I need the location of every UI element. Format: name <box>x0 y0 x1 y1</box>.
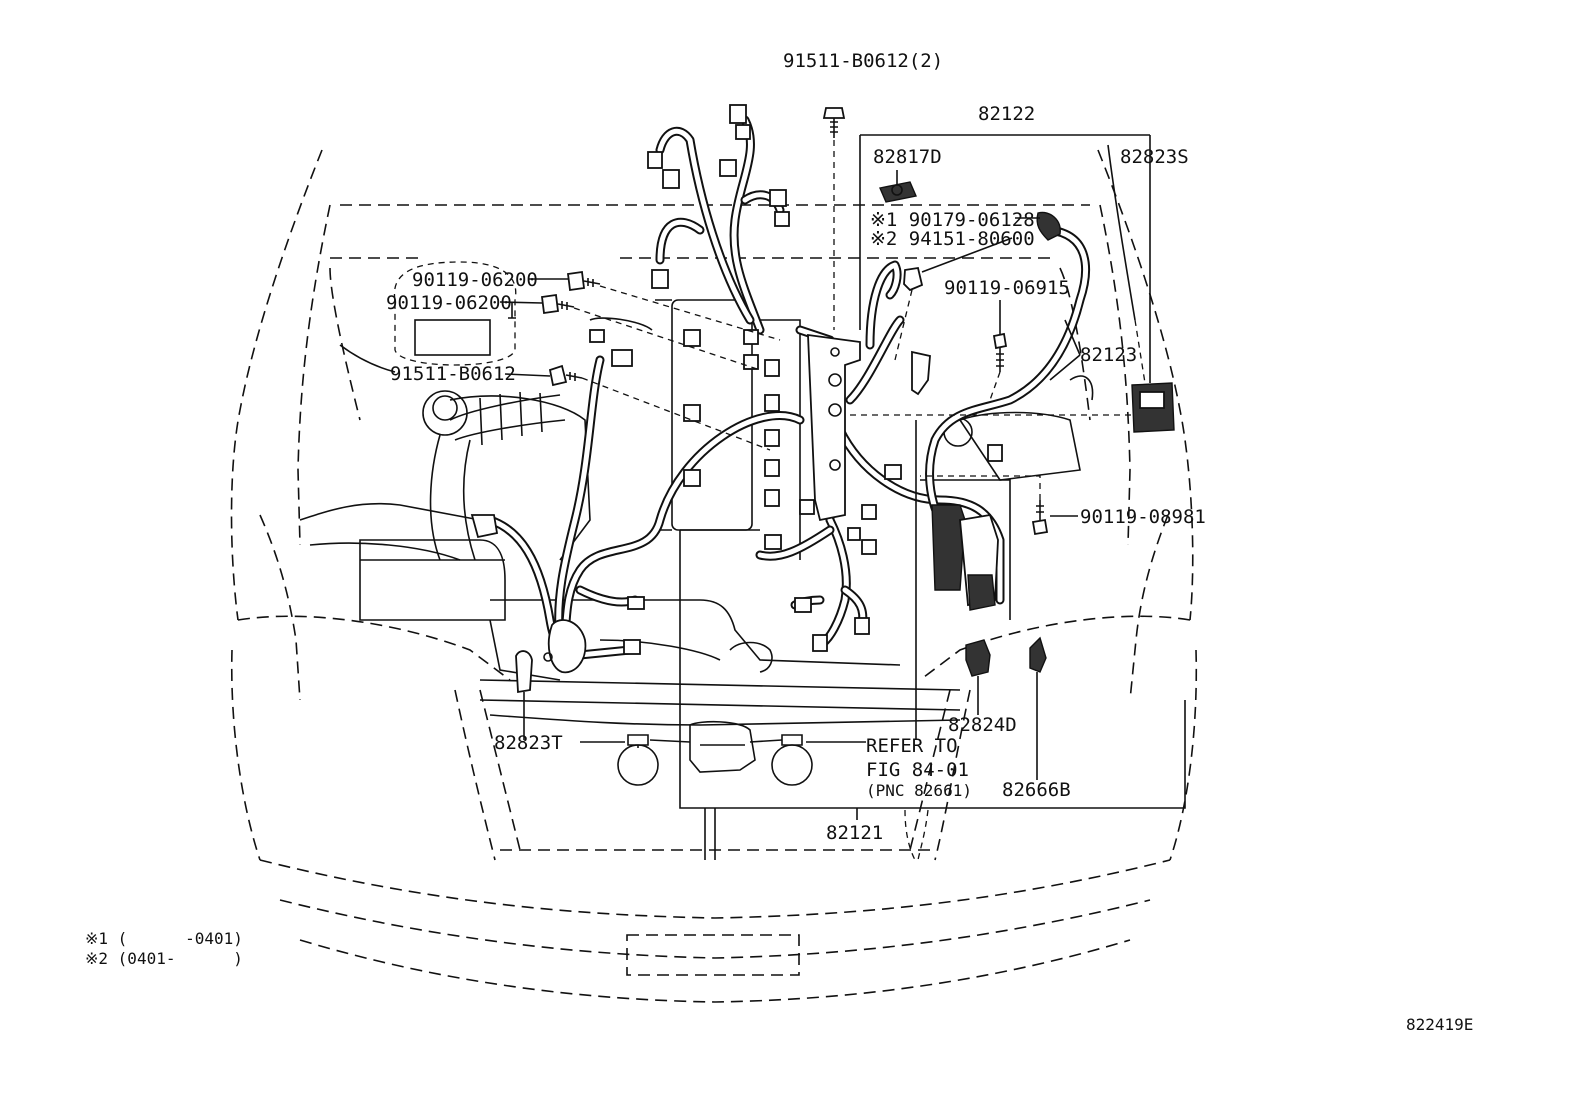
label-82824d[interactable]: 82824D <box>948 714 1017 736</box>
label-note2-part[interactable]: ※2 94151-80600 <box>870 228 1035 250</box>
part-labels: 91511-B0612(2) 82122 82817D 82823S ※1 90… <box>386 50 1206 844</box>
label-91511-b0612[interactable]: 91511-B0612 <box>390 363 516 385</box>
label-refer-line3[interactable]: (PNC 82661) <box>866 781 972 800</box>
bolts <box>540 107 1049 536</box>
label-82823t[interactable]: 82823T <box>494 732 563 754</box>
label-82122[interactable]: 82122 <box>978 103 1035 125</box>
label-82817d[interactable]: 82817D <box>873 146 942 168</box>
leader-lines <box>339 134 1186 861</box>
figure-id: 822419E <box>1406 1015 1473 1034</box>
label-refer-line2: FIG 84-01 <box>866 759 969 781</box>
label-note1-part[interactable]: ※1 90179-06128 <box>870 209 1035 231</box>
label-82121[interactable]: 82121 <box>826 822 883 844</box>
label-90119-06200-b[interactable]: 90119-06200 <box>386 292 512 314</box>
footnote-1: ※1 ( -0401) <box>85 929 243 948</box>
label-90119-06915[interactable]: 90119-06915 <box>944 277 1070 299</box>
footnote-2: ※2 (0401- ) <box>85 949 243 968</box>
label-90119-08981[interactable]: 90119-08981 <box>1080 506 1206 528</box>
label-91511-b0612-2[interactable]: 91511-B0612(2) <box>783 50 943 72</box>
label-90119-06200-a[interactable]: 90119-06200 <box>412 269 538 291</box>
label-82666b[interactable]: 82666B <box>1002 779 1071 801</box>
connectors <box>470 104 1175 694</box>
footnotes: ※1 ( -0401) ※2 (0401- ) <box>85 929 243 968</box>
label-82123[interactable]: 82123 <box>1080 344 1137 366</box>
label-82823s[interactable]: 82823S <box>1120 146 1189 168</box>
label-refer-line1: REFER TO <box>866 735 958 757</box>
